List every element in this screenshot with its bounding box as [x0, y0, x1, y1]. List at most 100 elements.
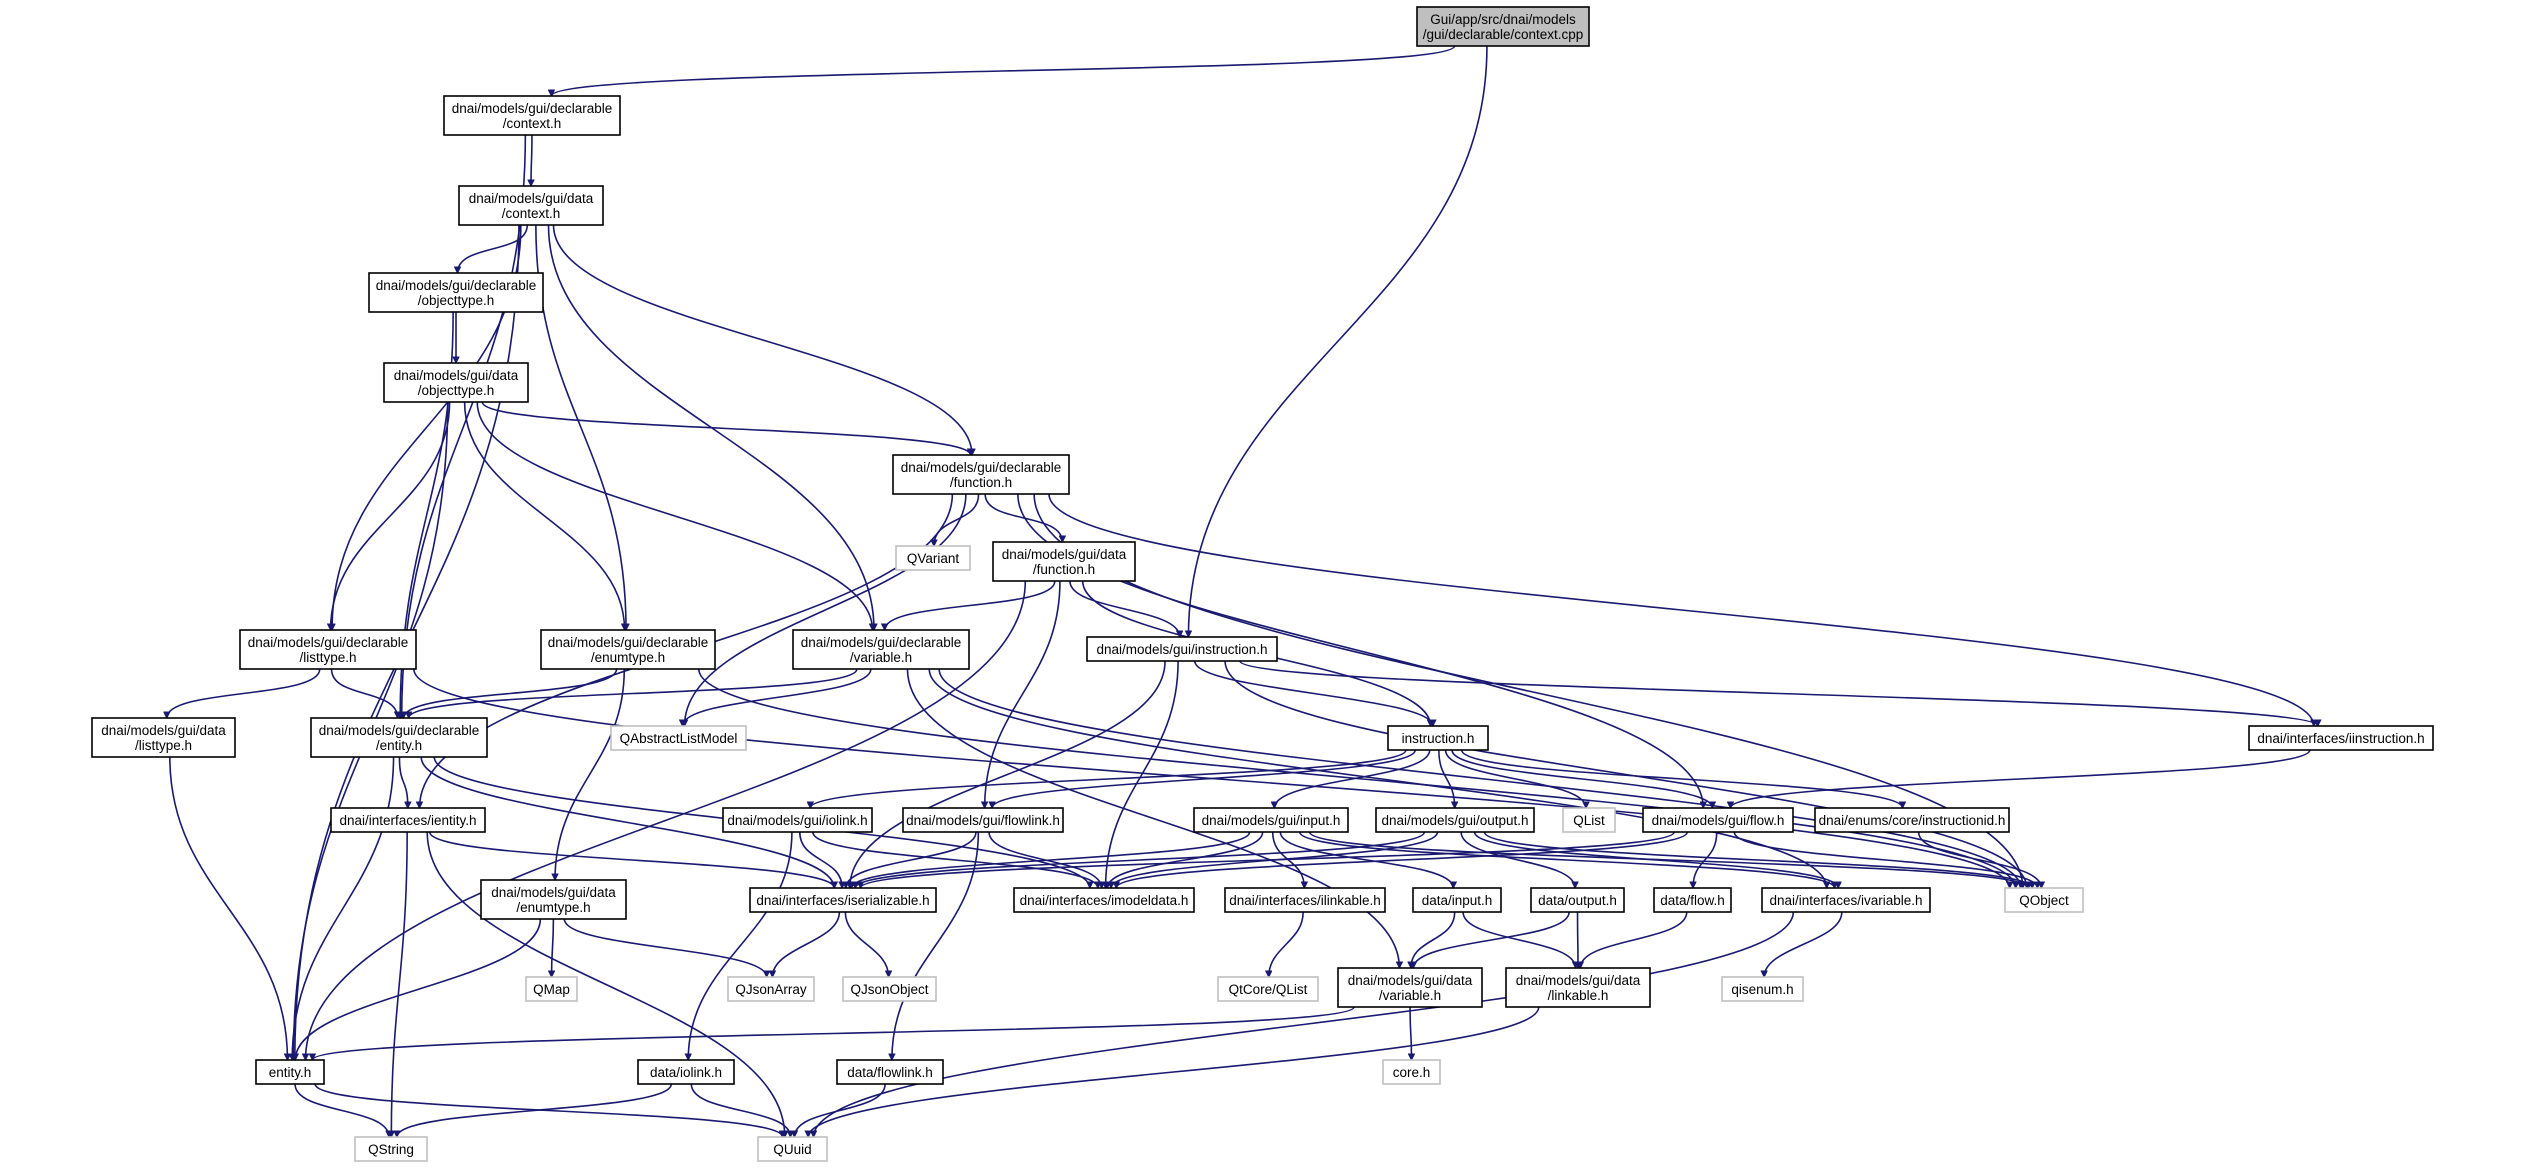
- dependency-edge-ivariable-to-quuid: [814, 911, 1795, 1137]
- dependency-edge-output-to-qobject: [1483, 831, 2032, 888]
- dependency-edge-decl_enumtype-to-decl_entity: [404, 668, 618, 718]
- node-ientity[interactable]: dnai/interfaces/ientity.h: [330, 807, 486, 833]
- node-data-context[interactable]: dnai/models/gui/data/context.h: [458, 185, 604, 226]
- node-imodeldata[interactable]: dnai/interfaces/imodeldata.h: [1013, 887, 1195, 913]
- dependency-edge-instruction-to-iolink: [810, 749, 1407, 809]
- node-box: [1653, 887, 1732, 913]
- node-instructionid[interactable]: dnai/enums/core/instructionid.h: [1814, 807, 2010, 833]
- node-data-linkable[interactable]: dnai/models/gui/data/linkable.h: [1505, 967, 1651, 1008]
- dependency-edge-data_listtype-to-entity: [169, 756, 288, 1060]
- node-output[interactable]: dnai/models/gui/output.h: [1375, 807, 1535, 833]
- node-data-objecttype[interactable]: dnai/models/gui/data/objecttype.h: [383, 362, 529, 403]
- dependency-edge-decl_enumtype-to-data_enumtype: [555, 668, 626, 880]
- node-data-iolink[interactable]: data/iolink.h: [637, 1059, 735, 1085]
- node-box: [525, 976, 578, 1002]
- node-gui-flow[interactable]: dnai/models/gui/flow.h: [1642, 807, 1794, 833]
- dependency-edge-decl_variable-to-qobject: [938, 668, 2021, 888]
- node-label: QUuid: [773, 1142, 811, 1157]
- dependency-edge-data_iolink-to-qstring: [397, 1083, 673, 1137]
- dependency-edge-input-to-iserializable: [852, 831, 1251, 888]
- dependency-edge-instructionid-to-qobject: [1917, 831, 2042, 888]
- node-instruction[interactable]: instruction.h: [1387, 725, 1489, 751]
- dependency-edge-decl_context-to-data_context: [531, 134, 532, 186]
- node-root[interactable]: Gui/app/src/dnai/models/gui/declarable/c…: [1416, 6, 1590, 47]
- node-label: dnai/models/gui/declarable: [248, 635, 409, 650]
- node-decl-listtype[interactable]: dnai/models/gui/declarable/listtype.h: [239, 629, 417, 670]
- node-box: [368, 272, 544, 313]
- node-box: [1337, 967, 1483, 1008]
- node-qmap: QMap: [525, 976, 578, 1002]
- node-data-flowlink[interactable]: data/flowlink.h: [836, 1059, 944, 1085]
- node-label: dnai/models/gui/output.h: [1381, 813, 1528, 828]
- node-decl-function[interactable]: dnai/models/gui/declarable/function.h: [892, 454, 1070, 495]
- dependency-edge-instruction-to-output: [1438, 749, 1455, 808]
- dependency-edge-decl_variable-to-data_variable: [906, 668, 1399, 968]
- node-label: dnai/models/gui/input.h: [1202, 813, 1341, 828]
- node-qstring: QString: [354, 1136, 428, 1162]
- node-box: [2248, 725, 2434, 751]
- dependency-edge-data_function-to-entity: [305, 580, 1027, 1060]
- dependency-edge-iolink-to-imodeldata: [812, 831, 1098, 888]
- node-data-function[interactable]: dnai/models/gui/data/function.h: [992, 541, 1136, 582]
- node-box: [610, 725, 747, 751]
- node-label: dnai/models/gui/declarable: [452, 101, 613, 116]
- dependency-edge-decl_function-to-iinstruction: [1048, 493, 2314, 726]
- node-data-output[interactable]: data/output.h: [1530, 887, 1625, 913]
- dependency-edge-gui_instruction-to-iinstruction: [1239, 660, 2318, 727]
- dependency-edge-ivariable-to-qisenum: [1764, 911, 1843, 977]
- node-ilinkable[interactable]: dnai/interfaces/ilinkable.h: [1224, 887, 1386, 913]
- dependency-edge-input-to-imodeldata: [1107, 831, 1264, 888]
- node-iinstruction[interactable]: dnai/interfaces/iinstruction.h: [2248, 725, 2434, 751]
- node-label: data/output.h: [1538, 893, 1617, 908]
- node-box: [383, 362, 529, 403]
- node-label: dnai/models/gui/data: [469, 191, 594, 206]
- dependency-edge-data_iolink-to-quuid: [690, 1083, 790, 1137]
- node-input[interactable]: dnai/models/gui/input.h: [1193, 807, 1349, 833]
- dependency-edge-data_input-to-data_variable: [1411, 911, 1456, 968]
- node-decl-context[interactable]: dnai/models/gui/declarable/context.h: [443, 95, 621, 136]
- node-data-listtype[interactable]: dnai/models/gui/data/listtype.h: [91, 717, 236, 758]
- node-entity[interactable]: entity.h: [255, 1059, 325, 1085]
- node-decl-objecttype[interactable]: dnai/models/gui/declarable/objecttype.h: [368, 272, 544, 313]
- node-label: dnai/enums/core/instructionid.h: [1819, 813, 2006, 828]
- node-gui-instruction[interactable]: dnai/models/gui/instruction.h: [1086, 636, 1278, 662]
- node-box: [749, 887, 937, 913]
- dependency-edge-data_function-to-decl_variable: [885, 580, 1056, 630]
- node-label: dnai/models/gui/iolink.h: [727, 813, 867, 828]
- node-box: [1505, 967, 1651, 1008]
- node-box: [902, 807, 1064, 833]
- dependency-edge-decl_entity-to-iserializable: [420, 756, 834, 888]
- node-label: dnai/interfaces/ientity.h: [339, 813, 476, 828]
- node-qjsonarray: QJsonArray: [727, 976, 815, 1002]
- node-decl-enumtype[interactable]: dnai/models/gui/declarable/enumtype.h: [540, 629, 716, 670]
- node-label: /gui/declarable/context.cpp: [1423, 27, 1584, 42]
- dependency-edge-data_function-to-gui_instruction: [1069, 580, 1180, 637]
- dependency-edge-iolink-to-data_iolink: [688, 831, 793, 1060]
- dependency-edge-ilinkable-to-qtcore_qlist: [1269, 911, 1304, 977]
- node-label: /objecttype.h: [418, 383, 495, 398]
- dependency-edge-gui_instruction-to-imodeldata: [1106, 660, 1179, 888]
- node-label: QJsonObject: [850, 982, 928, 997]
- node-data-flow[interactable]: data/flow.h: [1653, 887, 1732, 913]
- node-qlist: QList: [1562, 807, 1616, 833]
- node-label: data/input.h: [1422, 893, 1493, 908]
- node-decl-entity[interactable]: dnai/models/gui/declarable/entity.h: [310, 717, 488, 758]
- node-data-variable[interactable]: dnai/models/gui/data/variable.h: [1337, 967, 1483, 1008]
- node-box: [1224, 887, 1386, 913]
- node-label: QList: [1573, 813, 1605, 828]
- node-decl-variable[interactable]: dnai/models/gui/declarable/variable.h: [792, 629, 970, 670]
- node-box: [255, 1059, 325, 1085]
- node-box: [1193, 807, 1349, 833]
- node-ivariable[interactable]: dnai/interfaces/ivariable.h: [1761, 887, 1931, 913]
- node-iolink[interactable]: dnai/models/gui/iolink.h: [722, 807, 873, 833]
- node-flowlink[interactable]: dnai/models/gui/flowlink.h: [902, 807, 1064, 833]
- node-box: [1814, 807, 2010, 833]
- dependency-edge-iserializable-to-qjsonobject: [844, 911, 888, 977]
- node-data-input[interactable]: data/input.h: [1412, 887, 1502, 913]
- dependency-edge-instruction-to-gui_flow: [1451, 749, 1712, 808]
- node-data-enumtype[interactable]: dnai/models/gui/data/enumtype.h: [480, 879, 627, 920]
- node-iserializable[interactable]: dnai/interfaces/iserializable.h: [749, 887, 937, 913]
- node-box: [1217, 976, 1319, 1002]
- node-box: [480, 879, 627, 920]
